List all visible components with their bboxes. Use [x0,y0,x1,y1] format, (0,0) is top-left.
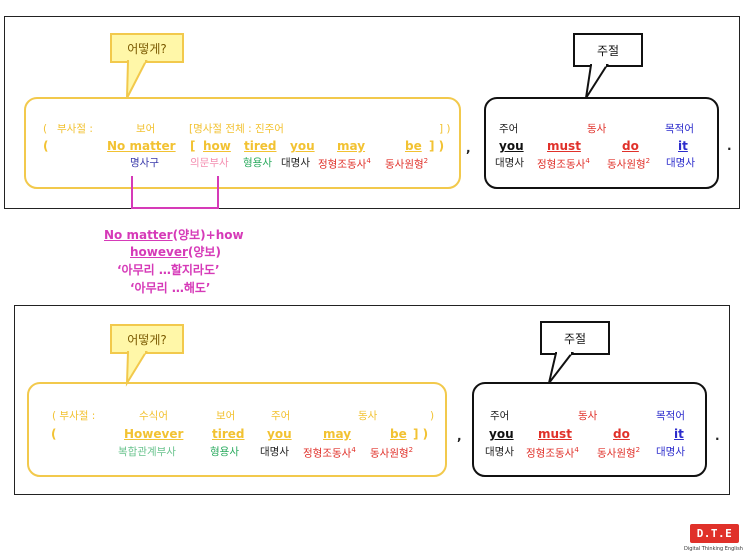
top-main-do: do [622,139,639,153]
top-word-tired: tired [244,139,277,153]
top-word-may: may [337,139,366,153]
bottom-main-pronoun1: 대명사 [485,446,514,458]
note-line-3: ‘아무리 …할지라도’ [117,263,220,277]
top-main-must: must [547,139,581,153]
top-adverb-clause-box [24,97,461,189]
top-main-it: it [678,139,688,153]
note-no-matter: No matter [104,228,173,242]
top-main-pronoun1: 대명사 [495,157,524,169]
top-word-how: how [203,139,231,153]
note-line-2: however(양보) [130,245,221,259]
top-bracket: [ [190,139,196,153]
top-label-noun-clause: [명사절 전체 : 진주어 [189,123,284,135]
top-main-pronoun2: 대명사 [666,157,695,169]
top-pos-interrog-adverb: 의문부사 [190,157,229,169]
note-line-1: No matter(양보)+how [104,228,244,242]
top-pos-verb-base: 동사원형2 [385,157,429,171]
top-label-paren: ( [43,123,48,135]
dte-logo-caption: Digital Thinking English [684,546,743,552]
top-word-no-matter: No matter [107,139,176,153]
bottom-label-subject: 주어 [271,410,291,422]
note-however: however [130,245,188,259]
bottom-main-bubble-text: 주절 [563,331,587,346]
bottom-main-do: do [613,427,630,441]
dte-logo-mark: D.T.E [696,527,733,540]
bottom-pos-verb-base: 동사원형2 [370,446,414,460]
bottom-period: . [715,429,720,443]
top-panel [4,16,740,209]
top-main-bubble-text: 주절 [596,43,620,58]
top-period: . [727,139,732,153]
top-question-bubble: 어떻게? [110,33,184,63]
bottom-label-adverb-clause: ( 부사절 : [52,410,96,422]
bottom-pos-modal: 정형조동사4 [303,446,356,460]
top-pos-modal: 정형조동사4 [318,157,371,171]
bottom-main-modal: 정형조동사4 [526,446,579,460]
bottom-label-complement: 보어 [216,410,236,422]
top-question-bubble-text: 어떻게? [127,41,167,56]
bottom-main-you: you [489,427,514,441]
top-close-bracket: ] ) [429,139,445,153]
top-main-modal: 정형조동사4 [537,157,590,171]
bottom-word-however: However [124,427,184,441]
top-pos-noun-phrase: 명사구 [130,157,159,169]
top-main-bubble: 주절 [573,33,643,67]
top-comma: , [466,141,471,155]
top-open-paren: ( [43,139,49,153]
top-label-adverb-clause: 부사절 : [57,123,93,135]
bottom-main-object-label: 목적어 [656,410,685,422]
top-main-clause-box [484,97,719,189]
top-main-you: you [499,139,524,153]
bottom-close-bracket: ] ) [413,427,429,441]
bottom-label-modifier: 수식어 [139,410,168,422]
bottom-question-bubble-text: 어떻게? [127,332,167,347]
bottom-pos-pronoun: 대명사 [260,446,289,458]
top-word-be: be [405,139,422,153]
bottom-main-verb-base: 동사원형2 [597,446,641,460]
note-line-4: ‘아무리 …해도’ [130,281,211,295]
top-main-verb-label: 동사 [587,123,607,135]
bottom-question-bubble: 어떻게? [110,324,184,354]
top-main-subject-label: 주어 [499,123,519,135]
top-pos-pronoun: 대명사 [281,157,310,169]
bottom-label-verb: 동사 [358,410,378,422]
bottom-main-pronoun2: 대명사 [656,446,685,458]
bottom-panel [14,305,730,495]
bottom-main-verb-label: 동사 [578,410,598,422]
bottom-main-subject-label: 주어 [490,410,510,422]
bottom-main-it: it [674,427,684,441]
bottom-main-must: must [538,427,572,441]
bottom-main-clause-box [472,382,707,477]
top-main-object-label: 목적어 [665,123,694,135]
bottom-pos-compound-rel-adverb: 복합관계부사 [118,446,176,458]
top-label-close: ] ) [439,123,451,135]
bottom-comma: , [457,429,462,443]
top-main-verb-base: 동사원형2 [607,157,651,171]
bottom-word-you: you [267,427,292,441]
bottom-pos-adjective: 형용사 [210,446,239,458]
dte-logo: D.T.E [690,524,739,543]
bottom-word-may: may [323,427,352,441]
bottom-label-close: ) [430,410,435,422]
bottom-word-be: be [390,427,407,441]
top-label-complement: 보어 [136,123,156,135]
bottom-main-bubble: 주절 [540,321,610,355]
top-word-you: you [290,139,315,153]
bottom-word-tired: tired [212,427,245,441]
bottom-adverb-clause-box [27,382,447,477]
top-pos-adjective: 형용사 [243,157,272,169]
bottom-open-paren: ( [51,427,57,441]
